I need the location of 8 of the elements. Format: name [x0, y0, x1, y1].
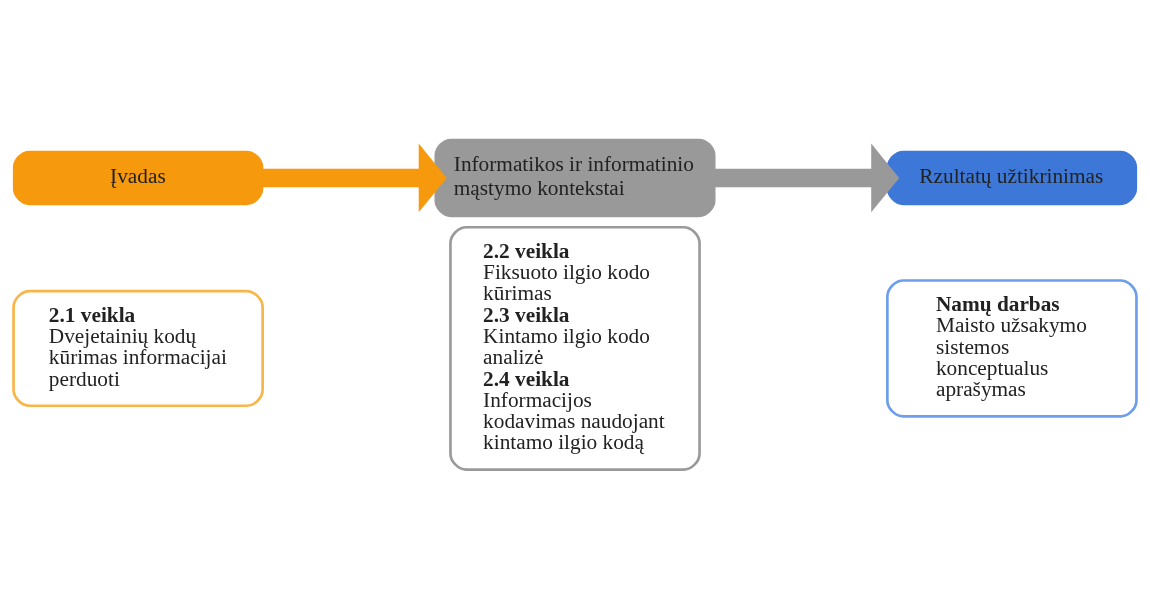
arrow — [714, 143, 900, 212]
node-box: 2.1 veikla Dvejetainių kodų kūrimas informacijai perduoti — [12, 289, 264, 407]
node-box: Namų darbas Maisto užsakymo sistemos konceptualus aprašymas — [886, 278, 1138, 418]
node-box: Rzultatų užtikrinimas — [886, 150, 1138, 205]
arrow — [262, 143, 447, 212]
node-box: Informatikos ir informatinio mąstymo kontekstai — [434, 138, 716, 217]
node-box: Įvadas — [12, 150, 264, 205]
node-box: 2.2 veikla Fiksuoto ilgio kodo kūrimas 2.3 veikla Kintamo ilgio kodo analizė 2.4 veikla Informacijos kodavimas naudojant kintamo ilgio kodą — [449, 225, 701, 471]
